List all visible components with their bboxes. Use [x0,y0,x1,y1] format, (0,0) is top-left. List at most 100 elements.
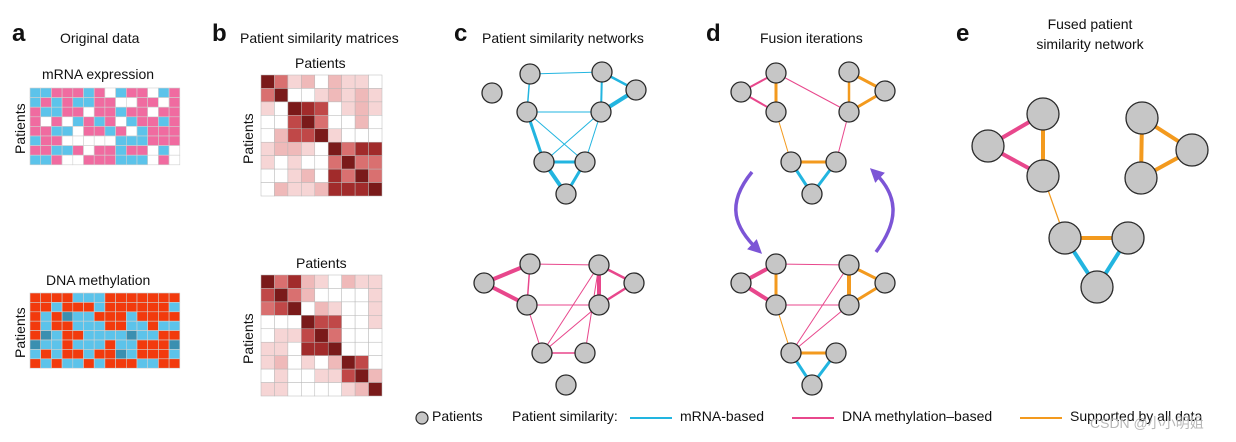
similarity-cell [301,88,316,103]
mrna-cell [29,145,41,156]
methylation-cell [93,320,106,331]
patient-node [623,272,645,294]
methylation-cell [168,349,181,360]
mrna-cell [147,126,159,137]
similarity-cell [314,274,329,289]
mrna-cell [104,145,116,156]
similarity-cell [274,368,289,383]
dna-edge [775,263,850,266]
dna-methylation-label: DNA methylation [46,272,151,288]
similarity-cell [368,141,383,156]
similarity-cell [301,382,316,397]
methylation-cell [83,311,95,322]
methylation-cell [168,292,181,303]
methylation-cell [147,330,159,341]
similarity-cell [354,101,369,116]
methylation-cell [104,330,116,341]
methylation-cell [158,358,170,369]
legend-supported-label: Supported by all data [1070,408,1203,424]
mrna-cell [72,116,84,127]
mrna-cell [158,154,170,166]
methylation-cell [72,358,84,369]
mrna-cell [51,145,63,156]
similarity-cell [287,74,302,89]
similarity-cell [287,141,302,156]
methylation-cell [168,339,181,350]
panel-title-d: Fusion iterations [760,30,863,46]
mrna-edge [529,71,603,75]
methylation-cell [126,292,138,303]
methylation-cell [168,302,181,313]
patient-node [590,101,612,123]
mrna-cell [115,145,127,156]
similarity-cell [354,88,369,103]
methylation-cell [40,302,52,313]
patient-node [1124,161,1158,195]
methylation-cell [93,311,106,322]
similarity-cell [327,155,342,170]
methylation-cell [83,349,95,360]
patient-node [765,253,787,275]
watermark: CSDN @小小明姐 [1090,415,1204,431]
patient-node [555,183,577,205]
patient-node [730,272,752,294]
methylation-cell [147,358,159,369]
similarity-cell [354,168,369,183]
patient-node [730,81,752,103]
methylation-cell [147,320,159,331]
patient-node [838,294,860,316]
mrna-cell [147,154,159,166]
similarity-cell [341,288,356,303]
mrna-cell [136,97,148,108]
similarity-cell [274,128,289,143]
similarity-cell [354,141,369,156]
mrna-cell [61,135,74,146]
methylation-cell [136,302,148,313]
patient-node [519,253,541,275]
similarity-cell [327,341,342,356]
similarity-cell [354,274,369,289]
similarity-cell [287,115,302,130]
mrna-cell [104,106,116,118]
mrna-cell [72,135,84,146]
similarity-cell [260,382,275,397]
similarity-cell [354,301,369,316]
patient-node [1125,101,1159,135]
similarity-cell [327,168,342,183]
similarity-cell [368,101,383,116]
mrna-cell [168,106,181,118]
mrna-cell [72,145,84,156]
mrna-cell [115,126,127,137]
similarity-cell [314,328,329,343]
mrna-cell [104,154,116,166]
panel-title-b: Patient similarity matrices [240,30,399,46]
methylation-cell [29,330,41,341]
mrna-cell [40,116,52,127]
patient-node [1026,97,1060,131]
patient-node [533,151,555,173]
similarity-cell [287,274,302,289]
patient-node [838,254,860,276]
mrna-cell [115,135,127,146]
methylation-cell [83,339,95,350]
methylation-cell [29,302,41,313]
similarity-cell [327,101,342,116]
mrna-cell [93,87,106,98]
similarity-cell [354,382,369,397]
similarity-cell [368,128,383,143]
similarity-cell [274,155,289,170]
mrna-cell [136,106,148,118]
patient-node [625,79,647,101]
methylation-cell [40,349,52,360]
similarity-cell [260,368,275,383]
mrna-cell [51,106,63,118]
similarity-cell [341,101,356,116]
mrna-edge [543,111,602,163]
mrna-cell [29,154,41,166]
similarity-cell [341,168,356,183]
similarity-cell [301,274,316,289]
methylation-cell [115,302,127,313]
methylation-cell [136,292,148,303]
patient-node [765,101,787,123]
similarity-cell [341,315,356,330]
